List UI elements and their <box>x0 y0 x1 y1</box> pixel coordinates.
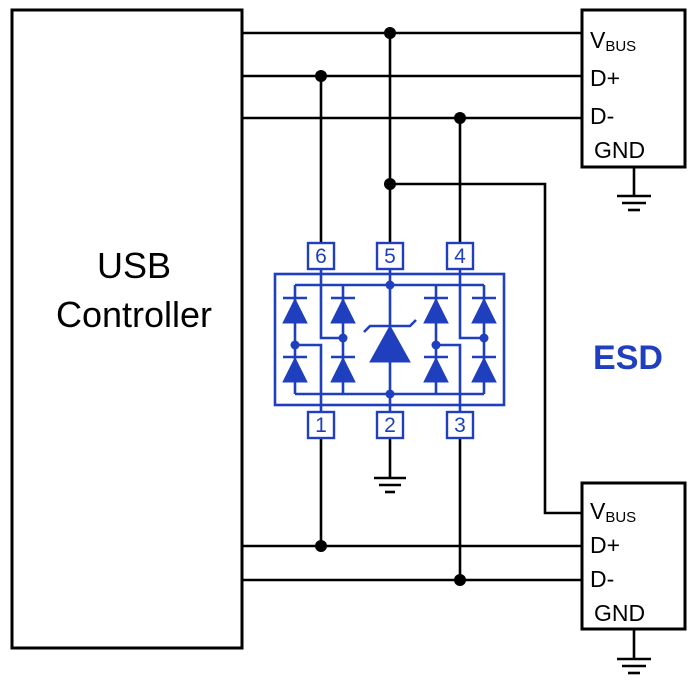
diode-body <box>423 356 449 383</box>
connector-bottom-gnd-label: GND <box>594 600 645 626</box>
junction-dot-dminus-top <box>454 112 466 124</box>
steering-diode-upper-1 <box>282 296 308 324</box>
esd-pin-1: 1 <box>306 410 336 440</box>
esd-device: 6 5 4 1 2 3 <box>273 241 506 440</box>
usb-connector-top: VBUS D+ D- GND <box>580 8 687 169</box>
connector-top-vbus-main: V <box>590 27 606 53</box>
connector-top-gnd-label: GND <box>594 137 645 163</box>
zener-body <box>369 324 411 363</box>
pin-box <box>375 241 405 271</box>
usb-controller-label-line2: Controller <box>56 294 212 335</box>
connector-bottom-vbus-main: V <box>590 498 606 524</box>
junction-dot-dminus-bottom <box>454 574 466 586</box>
diode-body <box>282 356 308 383</box>
pin-number: 1 <box>315 414 327 437</box>
pin-number: 4 <box>454 245 466 268</box>
usb-controller-outline <box>10 8 244 650</box>
diode-body <box>423 297 449 324</box>
esd-pin-5: 5 <box>375 241 405 271</box>
junction-dot-dplus-bottom <box>315 540 327 552</box>
pin-box <box>445 410 475 440</box>
pin1-internal-link <box>295 343 323 405</box>
ground-symbol-esd-pin2 <box>374 476 406 494</box>
esd-label: ESD <box>593 339 663 377</box>
esd-pin-6: 6 <box>306 241 336 271</box>
junction-dot-vbus-branch <box>384 178 396 190</box>
esd-pin-4: 4 <box>445 241 475 271</box>
esd-dot-pin4 <box>479 333 489 343</box>
connector-top-vbus-sub: BUS <box>605 38 636 55</box>
steering-diode-lower-3 <box>423 355 449 383</box>
usb-controller-label-line1: USB <box>97 245 171 286</box>
vbus-bottom-route-wire <box>390 182 582 515</box>
pin-number: 5 <box>384 245 396 268</box>
esd-dot-pin3 <box>431 340 441 350</box>
diode-body <box>330 297 356 324</box>
diode-body <box>471 356 497 383</box>
connector-bottom-dplus-label: D+ <box>590 532 620 558</box>
connector-top-dminus-label: D- <box>590 103 614 129</box>
diode-body <box>330 356 356 383</box>
ground-symbol-top-connector <box>617 194 651 212</box>
esd-dot-pin6 <box>338 333 348 343</box>
zener-cathode-bar <box>363 319 417 333</box>
pin-box <box>306 241 336 271</box>
esd-dot-pin1 <box>290 340 300 350</box>
steering-diode-upper-3 <box>423 296 449 324</box>
steering-diode-upper-4 <box>471 296 497 324</box>
junction-dot-dplus-top <box>315 70 327 82</box>
connector-top-vbus-label: VBUS <box>590 27 636 55</box>
diode-body <box>282 297 308 324</box>
pin4-internal-link <box>458 274 484 340</box>
pin-number: 2 <box>384 414 396 437</box>
usb-connector-bottom: VBUS D+ D- GND <box>580 481 687 631</box>
ground-symbol-bottom-connector <box>617 657 651 675</box>
steering-diode-lower-4 <box>471 355 497 383</box>
esd-dot-top-center <box>385 280 395 290</box>
pin-number: 6 <box>315 245 327 268</box>
esd-pin-2: 2 <box>375 410 405 440</box>
connector-bottom-vbus-sub: BUS <box>605 509 636 526</box>
pin3-internal-link <box>436 343 462 405</box>
tvs-zener-diode <box>363 319 417 363</box>
steering-diode-lower-2 <box>330 355 356 383</box>
steering-diode-upper-2 <box>330 296 356 324</box>
pin-box <box>306 410 336 440</box>
pin-box <box>445 241 475 271</box>
diode-body <box>471 297 497 324</box>
junction-dots <box>315 27 466 586</box>
pin-box <box>375 410 405 440</box>
connector-bottom-vbus-label: VBUS <box>590 498 636 526</box>
junction-dot-vbus <box>384 27 396 39</box>
connector-top-dplus-label: D+ <box>590 65 620 91</box>
esd-pin-3: 3 <box>445 410 475 440</box>
steering-diode-lower-1 <box>282 355 308 383</box>
usb-controller-block: USB Controller <box>10 8 244 650</box>
pin6-internal-link <box>319 274 343 340</box>
black-wiring <box>242 31 636 659</box>
pin-number: 3 <box>454 414 466 437</box>
connector-bottom-dminus-label: D- <box>590 566 614 592</box>
esd-dot-bottom-center <box>385 389 395 399</box>
